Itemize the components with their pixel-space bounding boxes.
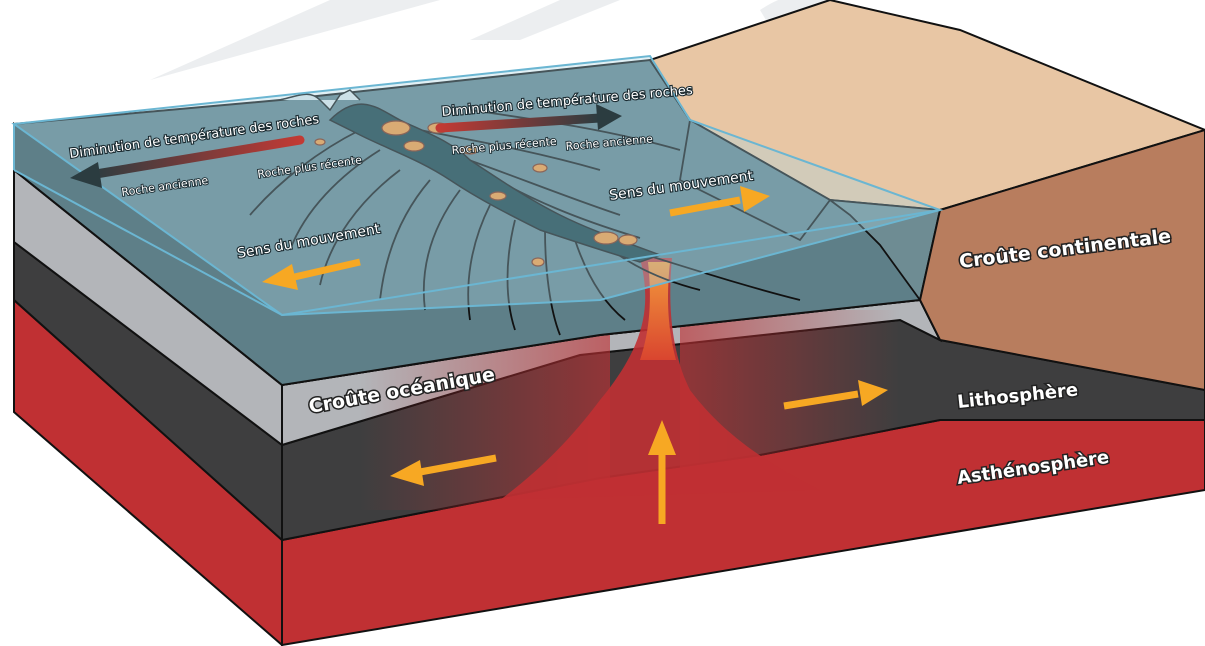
magma-conduit [640, 262, 676, 360]
ocean-water-edge-right [281, 209, 941, 316]
ocean-water-edge-front [13, 169, 283, 316]
magma-upwelling-plume [500, 258, 820, 500]
watermark-shape [150, 0, 440, 80]
arrow-right-lithosphere [783, 380, 888, 410]
arrow-left-lithosphere [390, 454, 497, 486]
temp-arrow-right [435, 104, 622, 133]
continental-crust-side-face [918, 128, 1205, 392]
temp-arrow-left [70, 135, 305, 188]
movement-arrows [262, 186, 888, 524]
watermark-shape [470, 0, 620, 40]
arrow-upwelling [648, 420, 676, 524]
arrow-left-surface [262, 258, 361, 290]
arrow-right-surface [669, 186, 770, 217]
continental-slope-blocks [648, 0, 1205, 303]
ridge-crest [279, 89, 361, 112]
magma-pods [314, 120, 638, 267]
